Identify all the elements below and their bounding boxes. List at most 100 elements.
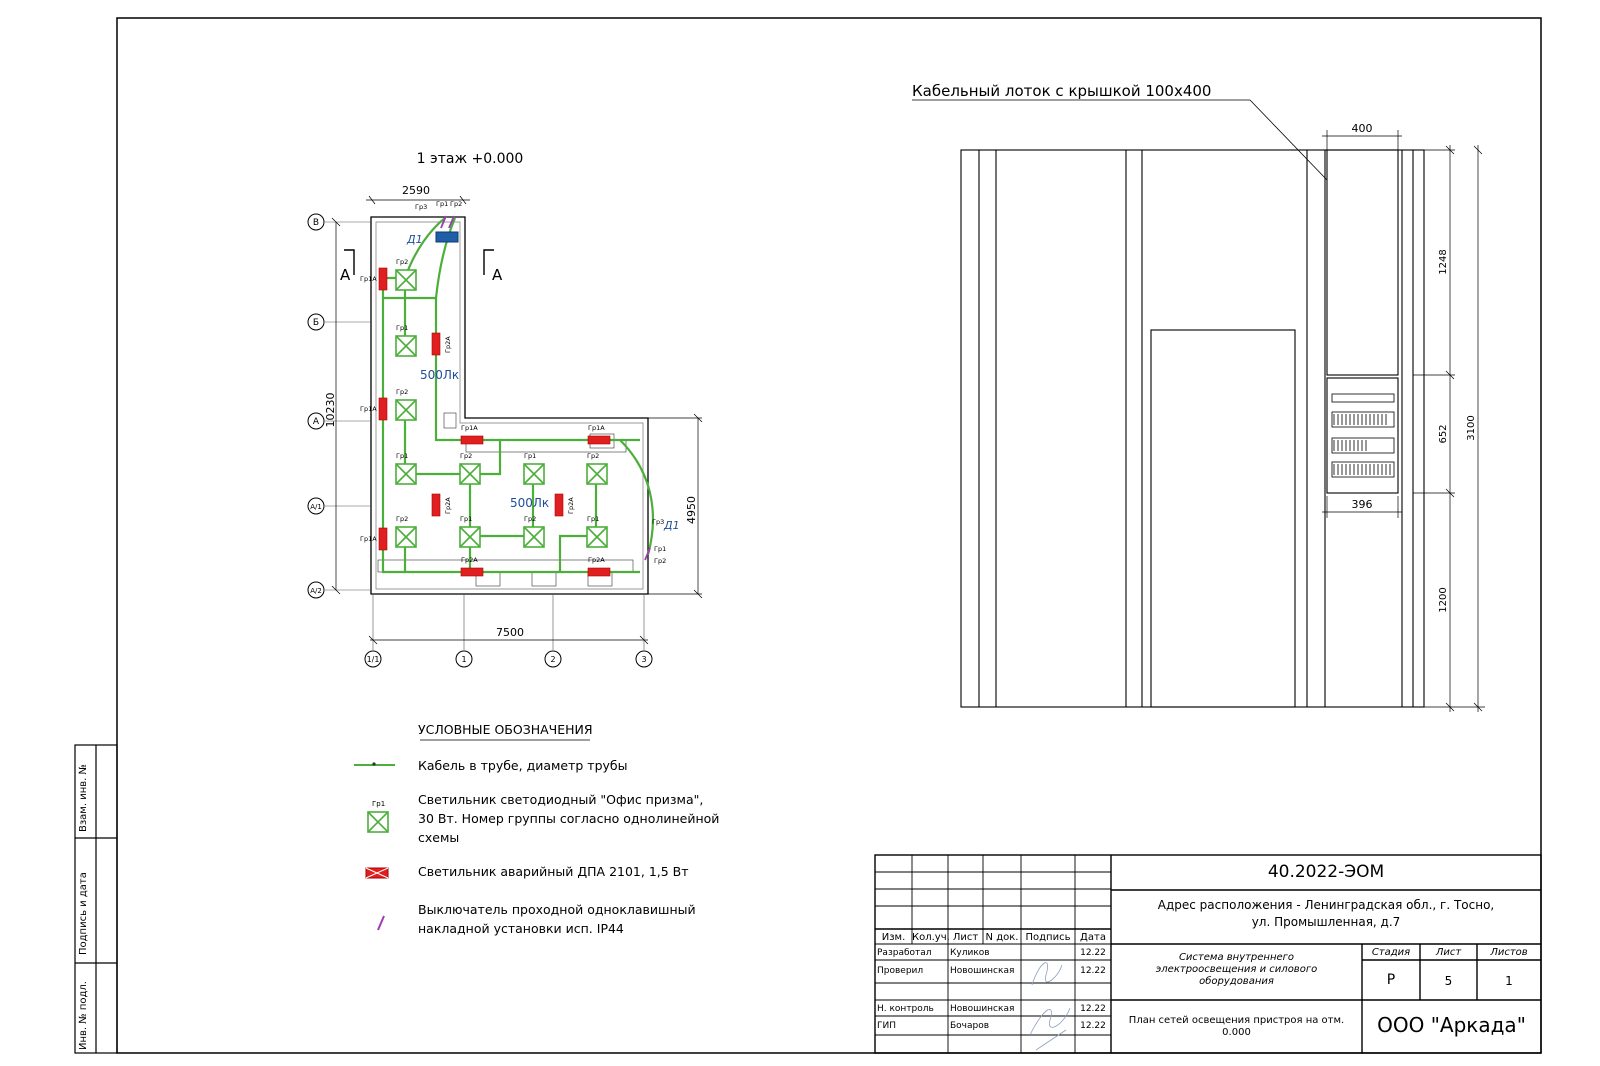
- luminaire-icon: [395, 463, 417, 485]
- svg-text:Гр1: Гр1: [524, 452, 536, 460]
- lux-label-2: 500Лк: [510, 496, 549, 510]
- panel-modules: [1331, 393, 1395, 478]
- svg-text:Гр2А: Гр2А: [588, 556, 605, 564]
- doc-address-line: ул. Промышленная, д.7: [1251, 915, 1401, 929]
- svg-text:Гр1: Гр1: [587, 515, 599, 523]
- doc-address-line: Адрес расположения - Ленинградская обл.,…: [1157, 898, 1495, 912]
- sheets-value: 1: [1505, 974, 1513, 988]
- title-block-left-grid: [875, 855, 1111, 1053]
- emergency-luminaire-icon: [460, 435, 484, 445]
- axis-row-label: А/2: [310, 587, 322, 595]
- svg-text:Гр2: Гр2: [396, 258, 408, 266]
- legend-luminaire-group: Гр1: [372, 800, 385, 808]
- panel-label: Д1: [406, 233, 423, 246]
- switch-icon: [440, 215, 447, 229]
- plan-title: 1 этаж +0.000: [417, 151, 524, 167]
- person-role: Проверил: [877, 966, 924, 976]
- elevation-dimensions: [1322, 130, 1485, 712]
- sheets-header: Листов: [1490, 947, 1528, 958]
- legend-luminaire-line: Светильник светодиодный "Офис призма",: [418, 792, 704, 807]
- doc-sheet-title-line: План сетей освещения пристроя на отм.: [1128, 1015, 1345, 1026]
- svg-text:Гр1: Гр1: [396, 324, 408, 332]
- section-mark-right: А: [492, 266, 503, 284]
- plan-dimensions: [331, 195, 703, 645]
- doc-system-line: Система внутреннего: [1178, 952, 1295, 963]
- svg-text:Гр1А: Гр1А: [360, 535, 377, 543]
- plan-cables: [381, 217, 655, 574]
- switch-label: Д1: [663, 519, 680, 532]
- col-header-list: Лист: [952, 932, 979, 943]
- svg-text:Гр3: Гр3: [415, 203, 427, 211]
- svg-text:Гр2А: Гр2А: [444, 497, 452, 514]
- legend-title: УСЛОВНЫЕ ОБОЗНАЧЕНИЯ: [418, 722, 593, 737]
- plan-group-labels: Гр2 Гр1А Гр1 Гр2 Гр1А Гр1 Гр2 Гр1 Гр2 Гр…: [360, 200, 666, 565]
- axis-col-label: 1/1: [367, 655, 380, 664]
- dim-h1: 1248: [1438, 249, 1449, 274]
- sheet-frame: [116, 17, 1542, 1054]
- svg-text:Гр1: Гр1: [654, 545, 666, 553]
- person-name: Новошинская: [950, 1004, 1015, 1014]
- col-header-izm: Изм.: [881, 932, 906, 943]
- side-stamp-podpis-data: Подпись и дата: [78, 872, 89, 955]
- elevation-view: [960, 149, 1425, 708]
- person-date: 12.22: [1080, 1021, 1106, 1031]
- luminaire-icon: [523, 463, 545, 485]
- legend-emergency-text: Светильник аварийный ДПА 2101, 1,5 Вт: [418, 864, 689, 879]
- switch-icon: [448, 215, 455, 229]
- svg-text:Гр2А: Гр2А: [461, 556, 478, 564]
- legend-switch-icon: [377, 915, 385, 931]
- plan-luminaires: [395, 269, 608, 548]
- lux-label-1: 500Лк: [420, 368, 459, 382]
- emergency-luminaire-icon: [587, 567, 611, 577]
- luminaire-icon: [459, 463, 481, 485]
- axis-col-label: 2: [550, 655, 555, 664]
- col-header-kol: Кол.уч.: [912, 932, 950, 943]
- svg-text:Гр2: Гр2: [396, 388, 408, 396]
- emergency-luminaire-icon: [554, 493, 564, 517]
- legend-switch-line: накладной установки исп. IP44: [418, 921, 624, 936]
- legend-luminaire-text: Светильник светодиодный "Офис призма", 3…: [418, 790, 719, 847]
- luminaire-icon: [523, 526, 545, 548]
- doc-system-line: электроосвещения и силового: [1155, 964, 1318, 975]
- person-role: Разработал: [877, 948, 932, 958]
- axis-row-label: А/1: [310, 503, 322, 511]
- emergency-luminaire-icon: [431, 493, 441, 517]
- axis-row-label: А: [313, 417, 320, 427]
- dim-right: 4950: [685, 496, 698, 524]
- emergency-luminaire-icon: [460, 567, 484, 577]
- svg-text:Гр2: Гр2: [654, 557, 666, 565]
- dim-left: 10230: [324, 393, 337, 428]
- luminaire-icon: [459, 526, 481, 548]
- legend-luminaire-line: 30 Вт. Номер группы согласно однолинейно…: [418, 811, 720, 826]
- doc-system: Система внутреннего электроосвещения и с…: [1111, 952, 1362, 988]
- sheet-header: Лист: [1435, 947, 1462, 958]
- stage-value: Р: [1386, 972, 1396, 988]
- plan-axis-lines: [325, 221, 645, 650]
- legend-luminaire-line: схемы: [418, 830, 460, 845]
- legend-switch-text: Выключатель проходной одноклавишный накл…: [418, 900, 696, 938]
- svg-text:Гр1А: Гр1А: [360, 405, 377, 413]
- dim-h2: 652: [1438, 424, 1449, 443]
- doc-address: Адрес расположения - Ленинградская обл.,…: [1111, 897, 1541, 931]
- svg-text:Гр1А: Гр1А: [461, 424, 478, 432]
- svg-text:Гр2: Гр2: [396, 515, 408, 523]
- svg-text:Гр1А: Гр1А: [360, 275, 377, 283]
- plan-emergency-luminaires: [378, 267, 611, 577]
- emergency-luminaire-icon: [378, 527, 388, 551]
- person-role: Н. контроль: [877, 1004, 934, 1014]
- svg-text:Гр3: Гр3: [652, 518, 664, 526]
- dim-total: 3100: [1466, 415, 1477, 440]
- side-stamp-vzam-inv: Взам. инв. №: [78, 764, 89, 832]
- axis-col-label: 3: [641, 655, 646, 664]
- axis-col-label: 1: [461, 655, 466, 664]
- dim-h3: 1200: [1438, 587, 1449, 612]
- luminaire-icon: [586, 463, 608, 485]
- dim-w-top: 400: [1352, 122, 1373, 135]
- axis-row-label: В: [313, 218, 319, 228]
- svg-text:Гр1А: Гр1А: [588, 424, 605, 432]
- person-date: 12.22: [1080, 1004, 1106, 1014]
- svg-text:Гр2: Гр2: [587, 452, 599, 460]
- col-header-data: Дата: [1080, 932, 1106, 943]
- svg-text:Гр2: Гр2: [450, 200, 462, 208]
